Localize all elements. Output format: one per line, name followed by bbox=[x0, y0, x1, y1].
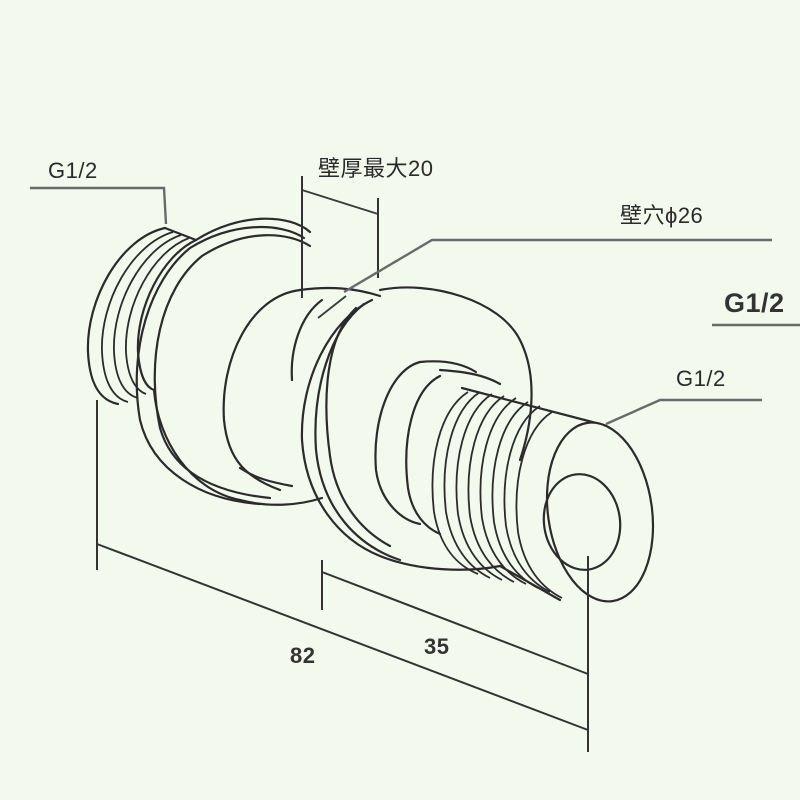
left-flange bbox=[135, 217, 324, 506]
leaders bbox=[30, 176, 800, 426]
wall-hole-label: 壁穴ϕ26 bbox=[620, 203, 704, 228]
thread-right-label: G1/2 bbox=[676, 366, 726, 391]
right-thread bbox=[431, 386, 655, 603]
wall-thickness-label: 壁厚最大20 bbox=[318, 156, 434, 181]
right-flange bbox=[300, 286, 533, 571]
dimensions bbox=[96, 400, 589, 752]
body-center bbox=[290, 286, 382, 382]
left-thread bbox=[86, 226, 198, 406]
thread-right-large-label: G1/2 bbox=[724, 288, 785, 318]
thread-left-label: G1/2 bbox=[48, 158, 98, 183]
overall-length-dimension: 82 bbox=[290, 643, 316, 668]
outlet-length-dimension: 35 bbox=[424, 634, 450, 659]
